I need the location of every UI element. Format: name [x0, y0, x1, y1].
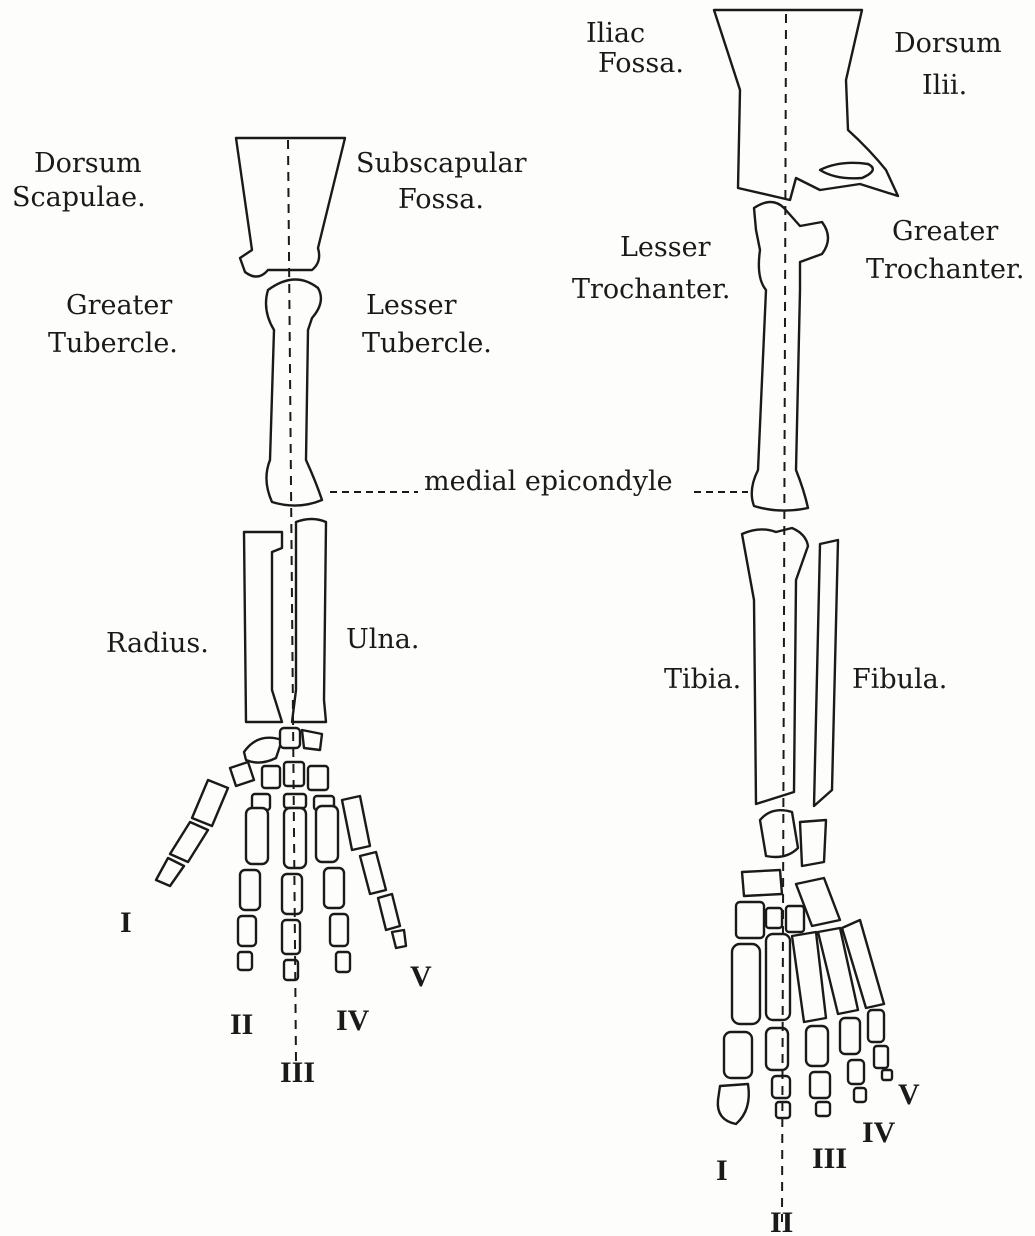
hind-digit-label-V: V — [898, 1078, 920, 1111]
label-dorsum-scapulae-1: Dorsum — [34, 148, 142, 179]
label-dorsum-ilii-2: Ilii. — [922, 70, 967, 101]
radius-bone — [244, 532, 282, 722]
hind-digit-label-I: I — [716, 1154, 728, 1187]
label-lesser-tubercle-1: Lesser — [366, 290, 457, 321]
forelimb — [156, 138, 406, 1062]
label-lesser-trochanter-1: Lesser — [620, 232, 711, 263]
hind-digit-I — [718, 944, 760, 1124]
tarsals — [736, 810, 840, 938]
fore-digit-label-IV: IV — [336, 1004, 370, 1037]
fore-digit-label-V: V — [410, 960, 432, 993]
label-subscapular-fossa-2: Fossa. — [398, 184, 484, 215]
label-greater-trochanter-1: Greater — [892, 216, 998, 247]
label-fibula: Fibula. — [852, 664, 947, 695]
label-subscapular-fossa-1: Subscapular — [356, 148, 527, 179]
label-iliac-fossa-2: Fossa. — [598, 48, 684, 79]
label-radius: Radius. — [106, 628, 209, 659]
fore-digit-label-II: II — [230, 1008, 253, 1041]
hindlimb — [714, 10, 898, 1222]
humerus-bone — [266, 279, 322, 505]
carpals — [230, 728, 334, 810]
label-ulna: Ulna. — [346, 624, 419, 655]
fibula-bone — [814, 540, 838, 806]
label-dorsum-scapulae-2: Scapulae. — [12, 182, 146, 213]
label-greater-trochanter-2: Trochanter. — [866, 254, 1025, 285]
label-greater-tubercle-1: Greater — [66, 290, 172, 321]
label-lesser-tubercle-2: Tubercle. — [362, 328, 492, 359]
label-iliac-fossa-1: Iliac — [586, 18, 645, 49]
scapula-bone — [236, 138, 345, 277]
label-medial-epicondyle: medial epicondyle — [424, 466, 673, 497]
ulna-bone — [292, 519, 326, 722]
label-lesser-trochanter-2: Trochanter. — [572, 274, 731, 305]
hind-digit-label-IV: IV — [862, 1116, 896, 1149]
fore-digit-V — [342, 796, 406, 948]
label-tibia: Tibia. — [664, 664, 741, 695]
fore-digit-IV — [316, 806, 350, 972]
fore-digit-II — [238, 808, 268, 970]
femur-bone — [752, 202, 828, 511]
hind-digit-II — [766, 934, 790, 1118]
fore-digit-I — [156, 780, 228, 886]
fore-digit-label-III: III — [280, 1056, 315, 1089]
tibia-bone — [742, 528, 808, 804]
hind-digit-label-II: II — [770, 1206, 793, 1236]
hind-digit-label-III: III — [812, 1142, 847, 1175]
fore-digit-label-I: I — [120, 906, 132, 939]
label-greater-tubercle-2: Tubercle. — [48, 328, 178, 359]
label-dorsum-ilii-1: Dorsum — [894, 28, 1002, 59]
